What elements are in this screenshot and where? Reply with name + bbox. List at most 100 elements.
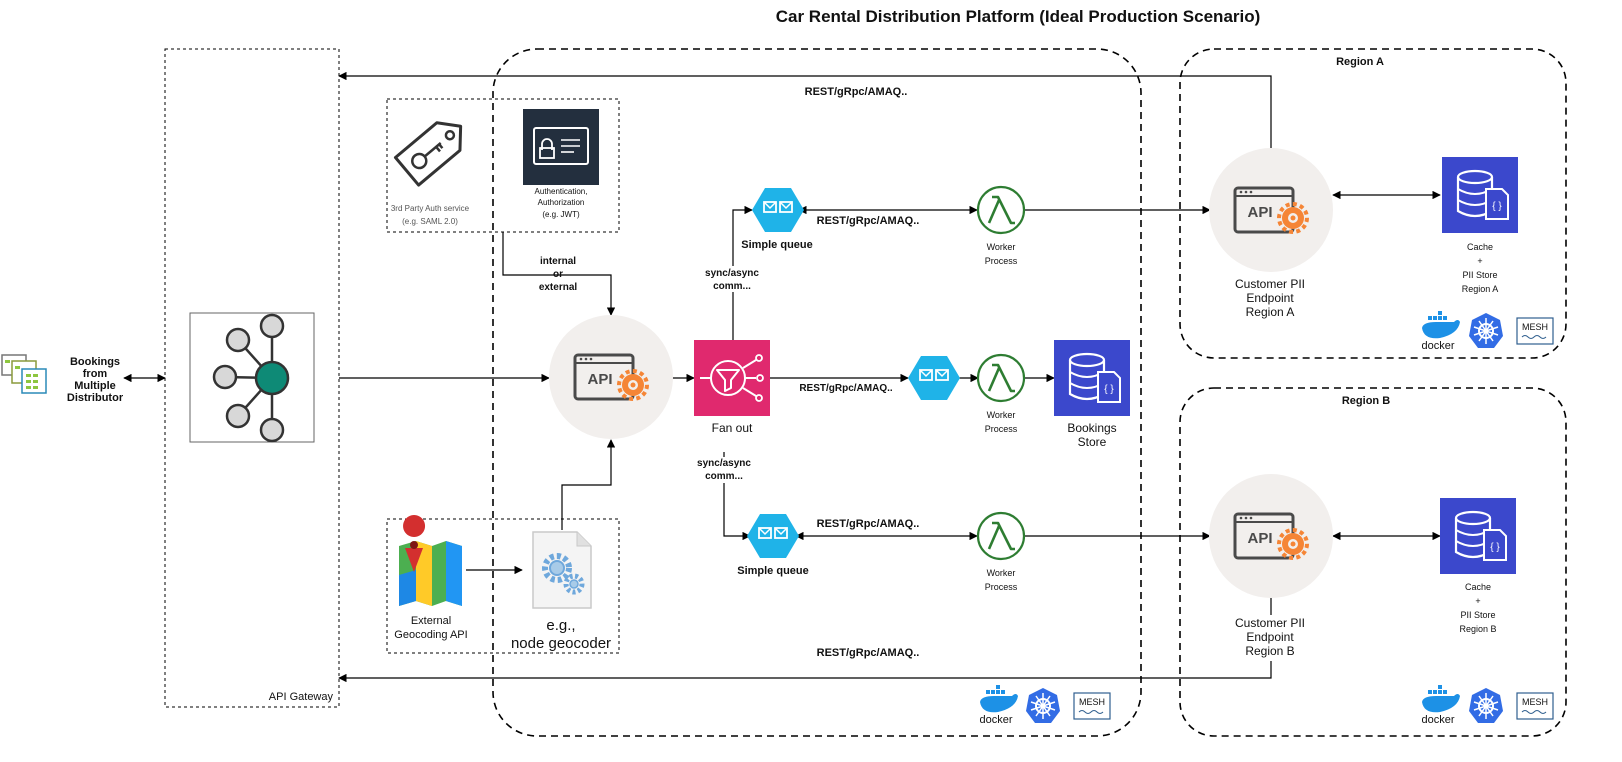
simple-queue-label-2: Simple queue xyxy=(737,565,809,577)
svg-text:Worker: Worker xyxy=(987,410,1016,420)
servers-icon xyxy=(1,354,47,394)
svg-text:sync/async: sync/async xyxy=(697,458,751,469)
region-b-label: Region B xyxy=(1342,395,1390,407)
svg-text:Region B: Region B xyxy=(1459,624,1496,634)
lambda-icon[interactable] xyxy=(976,353,1026,403)
svg-text:comm...: comm... xyxy=(713,281,751,292)
internal-external-label: internal or external xyxy=(539,256,578,293)
router-hub-icon[interactable] xyxy=(189,312,315,443)
svg-text:Endpoint: Endpoint xyxy=(1246,291,1294,305)
docker-icon xyxy=(980,685,1018,713)
mesh-label: MESH xyxy=(1079,697,1105,707)
svg-text:Bookings: Bookings xyxy=(70,356,120,368)
svg-text:Store: Store xyxy=(1078,435,1107,449)
svg-text:sync/async: sync/async xyxy=(705,268,759,279)
kubernetes-icon xyxy=(1468,687,1504,724)
svg-text:Process: Process xyxy=(985,424,1018,434)
worker-process-label-2: Worker Process xyxy=(985,410,1018,434)
kubernetes-icon xyxy=(1468,312,1504,349)
svg-text:node geocoder: node geocoder xyxy=(511,635,611,652)
svg-text:external: external xyxy=(539,282,578,293)
region-a-label: Region A xyxy=(1336,56,1384,68)
svg-text:Customer PII: Customer PII xyxy=(1235,277,1305,291)
edge-fanout-queue1 xyxy=(732,205,753,340)
queue-icon[interactable] xyxy=(751,187,805,233)
pii-endpoint-b-icon[interactable]: API xyxy=(1209,474,1333,598)
mesh-label: MESH xyxy=(1522,322,1548,332)
fanout-icon[interactable] xyxy=(694,340,770,416)
rest-label-queue1: REST/gRpc/AMAQ.. xyxy=(817,215,920,227)
svg-text:Distributor: Distributor xyxy=(67,392,124,404)
queue-icon[interactable] xyxy=(907,355,961,401)
svg-text:+: + xyxy=(1477,256,1482,266)
api-text: API xyxy=(587,371,612,388)
svg-text:from: from xyxy=(83,368,108,380)
svg-text:Bookings: Bookings xyxy=(1067,421,1116,435)
edge-auth-api xyxy=(502,232,616,316)
lambda-icon[interactable] xyxy=(976,185,1026,235)
edge-pii-a-gateway xyxy=(338,71,1272,148)
rest-label-top: REST/gRpc/AMAQ.. xyxy=(805,86,908,98)
svg-text:Endpoint: Endpoint xyxy=(1246,630,1294,644)
svg-text:comm...: comm... xyxy=(705,471,743,482)
map-icon xyxy=(399,515,462,606)
pii-endpoint-a-label: Customer PII Endpoint Region A xyxy=(1235,277,1305,319)
diagram-title: Car Rental Distribution Platform (Ideal … xyxy=(776,7,1261,26)
svg-text:+: + xyxy=(1475,596,1480,606)
edge-pii-b-gateway xyxy=(338,598,1272,683)
svg-text:Process: Process xyxy=(985,256,1018,266)
svg-text:Worker: Worker xyxy=(987,242,1016,252)
fanout-label: Fan out xyxy=(712,421,753,435)
database-icon[interactable] xyxy=(1440,155,1520,235)
api-service-icon[interactable]: API xyxy=(549,315,673,439)
database-icon[interactable] xyxy=(1052,338,1132,418)
svg-text:PII Store: PII Store xyxy=(1462,270,1497,280)
cache-a-label: Cache + PII Store Region A xyxy=(1462,242,1499,294)
api-gateway-label: API Gateway xyxy=(269,691,334,703)
database-icon[interactable] xyxy=(1438,496,1518,576)
bookings-label: Bookings from Multiple Distributor xyxy=(67,356,124,404)
node-geocoder-label: e.g., node geocoder xyxy=(511,617,611,652)
svg-text:Cache: Cache xyxy=(1467,242,1493,252)
svg-text:Authentication,: Authentication, xyxy=(535,187,588,196)
rest-label-mid: REST/gRpc/AMAQ.. xyxy=(799,383,893,394)
sync-async-label-2: sync/async comm... xyxy=(692,457,756,483)
svg-text:Region A: Region A xyxy=(1462,284,1499,294)
svg-text:PII Store: PII Store xyxy=(1460,610,1495,620)
region-b-box xyxy=(1179,387,1567,737)
svg-text:Region B: Region B xyxy=(1245,644,1294,658)
kubernetes-icon xyxy=(1025,687,1061,724)
queue-icon[interactable] xyxy=(746,513,800,559)
api-text: API xyxy=(1247,204,1272,221)
sync-async-label-1: sync/async comm... xyxy=(700,266,764,292)
gear-doc-icon xyxy=(532,531,592,609)
svg-text:Multiple: Multiple xyxy=(74,380,116,392)
external-geocoding-label: External Geocoding API xyxy=(394,615,467,641)
mesh-label: MESH xyxy=(1522,697,1548,707)
svg-text:3rd Party Auth service: 3rd Party Auth service xyxy=(391,204,470,213)
id-card-icon xyxy=(523,109,599,185)
pii-endpoint-a-icon[interactable]: API xyxy=(1209,148,1333,272)
svg-text:Authorization: Authorization xyxy=(538,198,585,207)
svg-text:Worker: Worker xyxy=(987,568,1016,578)
cache-b-label: Cache + PII Store Region B xyxy=(1459,582,1496,634)
authn-label: Authentication, Authorization (e.g. JWT) xyxy=(535,187,588,219)
svg-text:(e.g. SAML 2.0): (e.g. SAML 2.0) xyxy=(402,217,458,226)
docker-icon xyxy=(1422,685,1460,713)
worker-process-label-3: Worker Process xyxy=(985,568,1018,592)
tag-key-icon xyxy=(393,121,463,187)
docker-label: docker xyxy=(1421,340,1454,352)
third-party-auth-label: 3rd Party Auth service (e.g. SAML 2.0) xyxy=(391,204,470,226)
svg-text:Customer PII: Customer PII xyxy=(1235,616,1305,630)
worker-process-label-1: Worker Process xyxy=(985,242,1018,266)
svg-text:e.g.,: e.g., xyxy=(546,617,575,634)
svg-text:Region A: Region A xyxy=(1246,305,1295,319)
pii-endpoint-b-label: Customer PII Endpoint Region B xyxy=(1225,615,1315,661)
lambda-icon[interactable] xyxy=(976,511,1026,561)
svg-text:External: External xyxy=(411,615,451,627)
geocoding-group-box xyxy=(386,518,620,654)
svg-text:Cache: Cache xyxy=(1465,582,1491,592)
docker-label: docker xyxy=(979,714,1012,726)
svg-text:Process: Process xyxy=(985,582,1018,592)
